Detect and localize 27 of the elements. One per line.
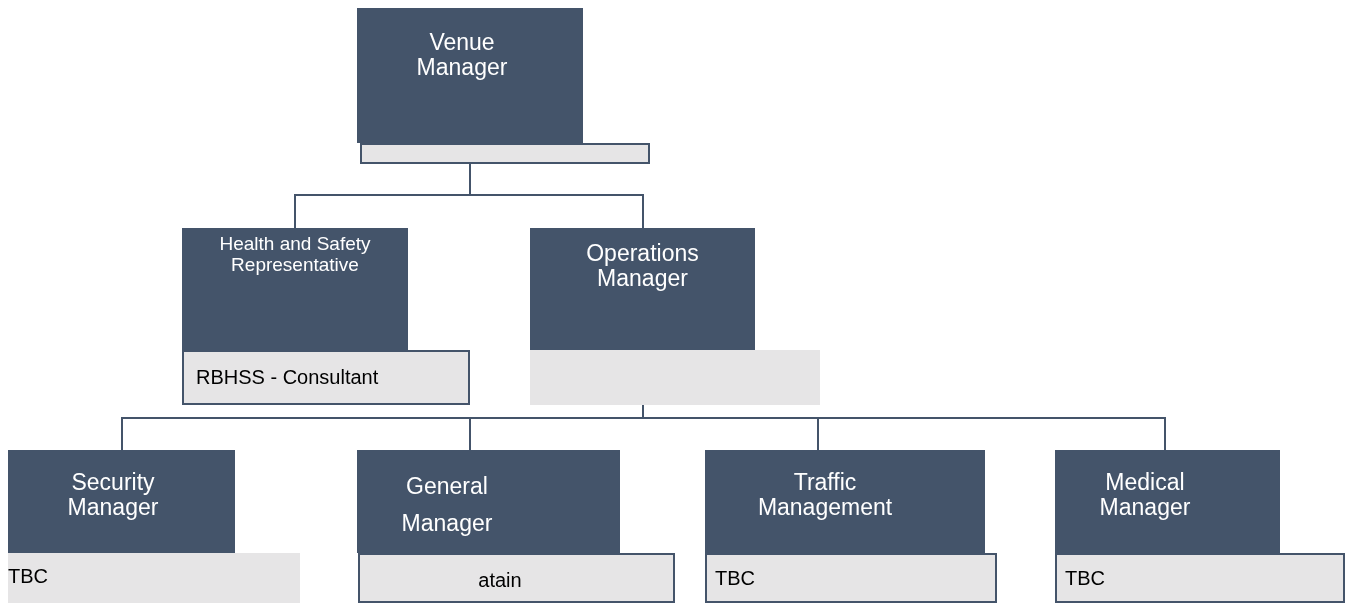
role-title: General Manager	[400, 472, 494, 538]
connector-line	[469, 163, 644, 229]
role-holder: atain	[477, 569, 523, 591]
role-box	[182, 228, 408, 350]
role-title: Operations Manager	[585, 241, 700, 292]
role-box	[357, 8, 583, 143]
role-title: Medical Manager	[1098, 470, 1192, 521]
subtitle-box	[182, 350, 470, 405]
role-box	[8, 450, 235, 553]
role-holder: TBC	[1065, 567, 1106, 589]
role-title: Health and Safety Representative	[218, 234, 372, 276]
role-box	[705, 450, 985, 553]
role-title: Venue Manager	[415, 30, 509, 81]
role-title: Traffic Management	[756, 470, 894, 521]
subtitle-box	[705, 553, 997, 603]
role-title: Security Manager	[66, 470, 160, 521]
subtitle-box	[530, 350, 820, 405]
subtitle-box	[360, 143, 650, 164]
role-box	[357, 450, 620, 553]
role-box	[530, 228, 755, 350]
subtitle-box	[1055, 553, 1345, 603]
role-holder: RBHSS - Consultant	[196, 366, 380, 388]
role-holder: TBC	[8, 565, 49, 587]
subtitle-box	[358, 553, 675, 603]
subtitle-box	[8, 553, 300, 603]
role-box	[1055, 450, 1280, 553]
role-holder: TBC	[715, 567, 756, 589]
